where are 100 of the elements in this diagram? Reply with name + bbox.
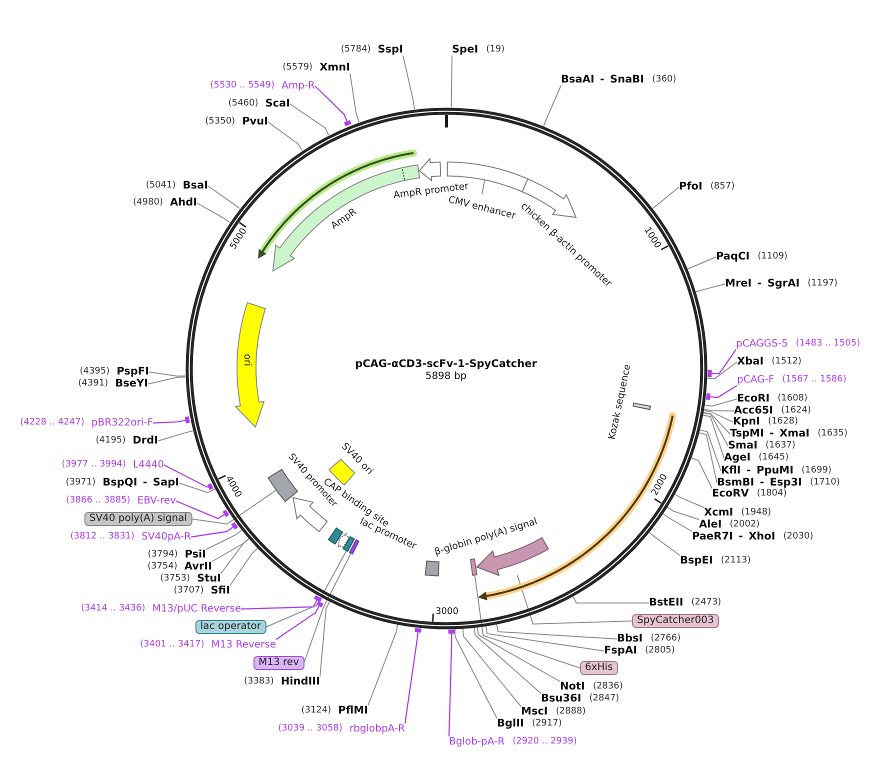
directional-feature (234, 301, 268, 429)
enzyme-name: PfoI (679, 182, 702, 192)
primer-position: (2920 .. 2939) (512, 736, 577, 748)
leader-line (710, 385, 738, 398)
leader-line (482, 179, 486, 195)
feature-box (341, 535, 356, 553)
primer-name: pCAG-F (737, 374, 774, 386)
primer-position: (1483 .. 1505) (796, 338, 860, 350)
primer-mark (315, 600, 325, 609)
enzyme-name: BbsI (617, 634, 643, 644)
primer-name: EBV-rev (137, 496, 176, 506)
leader-line (368, 624, 398, 706)
enzyme-name: KflI - PpuMI (721, 466, 794, 476)
leader-line (698, 429, 722, 472)
site-position: (2002) (730, 520, 760, 530)
site-position: (3754) (147, 562, 178, 572)
leader-line (706, 362, 738, 380)
primer-name: Bglob-pA-R (449, 736, 505, 748)
leader-line (690, 457, 712, 489)
primer-mark (183, 415, 191, 425)
leader-line (148, 372, 186, 377)
leader-line (485, 625, 604, 652)
primer-name: L4440 (132, 460, 164, 470)
site-position: (5579) (282, 62, 313, 74)
site-position: (1948) (741, 508, 772, 518)
enzyme-name: BseYI (115, 378, 148, 390)
primer-mark (206, 482, 215, 491)
site-position: (1645) (758, 452, 789, 464)
leader-line (702, 410, 734, 422)
primer-mark (447, 628, 456, 635)
enzyme-name: PaeR7I - XhoI (692, 532, 776, 542)
feature-tag: lac operator (195, 620, 266, 634)
feature-tag: 6xHis (580, 661, 618, 675)
site-position: (4980) (133, 198, 163, 208)
enzyme-name: EcoRI (737, 394, 770, 404)
primer-name: pCAGGS-5 (736, 338, 788, 350)
leader-line (304, 553, 352, 664)
enzyme-name: EcoRV (712, 488, 749, 500)
site-position: (1608) (778, 394, 808, 404)
enzyme-name: HindIII (280, 676, 320, 688)
site-position: (4391) (78, 378, 108, 390)
leader-line (290, 104, 330, 136)
enzyme-name: SspI (378, 44, 403, 56)
primer-name: SV40pA-R (142, 532, 191, 542)
enzyme-name: NotI (560, 682, 585, 692)
site-position: (1628) (768, 416, 798, 428)
leader-line (276, 606, 320, 640)
site-position: (3707) (174, 586, 204, 596)
leader-line (474, 575, 580, 668)
site-position: (1637) (766, 440, 796, 452)
site-position: (1109) (758, 252, 788, 262)
enzyme-name: MreI - SgrAI (725, 278, 800, 290)
primer-mark (413, 627, 423, 634)
site-position: (2473) (691, 598, 722, 608)
enzyme-name: DrdI (132, 436, 158, 446)
leader-line (176, 500, 225, 520)
primer-name: rbglobpA-R (349, 724, 405, 734)
enzyme-name: AvrII (184, 562, 212, 572)
site-position: (2030) (783, 532, 814, 542)
scale-label: 3000 (435, 606, 458, 618)
feature-label: ori (241, 354, 252, 366)
enzyme-name: FspAI (604, 646, 637, 656)
leader-line (158, 430, 194, 442)
leader-line (190, 526, 234, 538)
enzyme-name: MscI (521, 706, 548, 718)
leader-line (703, 408, 734, 412)
leader-line (164, 464, 209, 488)
primer-name: pBR322ori-F (91, 418, 153, 428)
leader-line (192, 490, 276, 525)
leader-line (454, 628, 498, 719)
leader-line (462, 628, 522, 707)
leader-line (702, 414, 724, 458)
enzyme-name: AgeI (724, 452, 751, 464)
leader-line (666, 506, 700, 520)
leader-line (686, 256, 716, 270)
site-position: (3794) (148, 550, 178, 560)
primer-mark (704, 392, 712, 401)
feature-box (423, 559, 441, 578)
enzyme-name: AhdI (170, 198, 197, 208)
enzyme-name: BspEI (680, 556, 713, 566)
feature-tag: SpyCatcher003 (632, 614, 719, 628)
leader-line (208, 186, 240, 209)
site-position: (1804) (756, 488, 787, 500)
site-position: (3124) (301, 706, 332, 716)
leader-line (148, 376, 186, 384)
primer-mark (230, 521, 239, 531)
site-position: (1512) (772, 356, 802, 368)
site-position: (2917) (532, 718, 562, 730)
enzyme-name: PvuI (242, 116, 268, 128)
site-position: (1635) (818, 428, 848, 440)
site-position: (4195) (96, 436, 126, 446)
primer-mark (343, 119, 353, 128)
leader-line (702, 412, 730, 434)
enzyme-name: TspMI - XmaI (730, 428, 810, 440)
leader-line (314, 86, 348, 122)
leader-line (220, 538, 250, 574)
leader-line (652, 186, 680, 209)
directional-feature (271, 163, 422, 273)
leader-line (674, 494, 704, 508)
feature-label: CMV enhancer (447, 194, 517, 222)
